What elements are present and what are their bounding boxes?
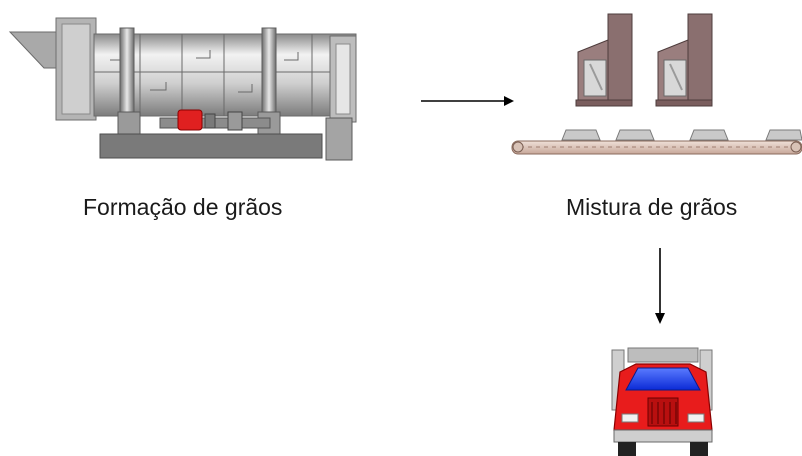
granulator-base <box>99 133 323 159</box>
flow-arrow-right <box>421 96 514 106</box>
motor-icon <box>177 109 203 131</box>
mixing-label: Mistura de grãos <box>566 194 738 220</box>
feed-chute <box>8 31 59 69</box>
drum-support <box>117 111 141 135</box>
drum-ring <box>261 27 277 123</box>
conveyor-loads <box>561 129 802 141</box>
truck-icon <box>611 347 713 456</box>
mixing-hoppers-conveyor-icon <box>511 13 802 155</box>
granulation-label: Formação de grãos <box>83 194 283 220</box>
outlet-leg <box>325 117 353 161</box>
hopper <box>655 13 713 107</box>
rotary-drum-granulator-icon <box>8 17 357 161</box>
flow-arrow-down <box>655 248 665 324</box>
drum-ring <box>119 27 135 123</box>
hopper <box>575 13 633 107</box>
